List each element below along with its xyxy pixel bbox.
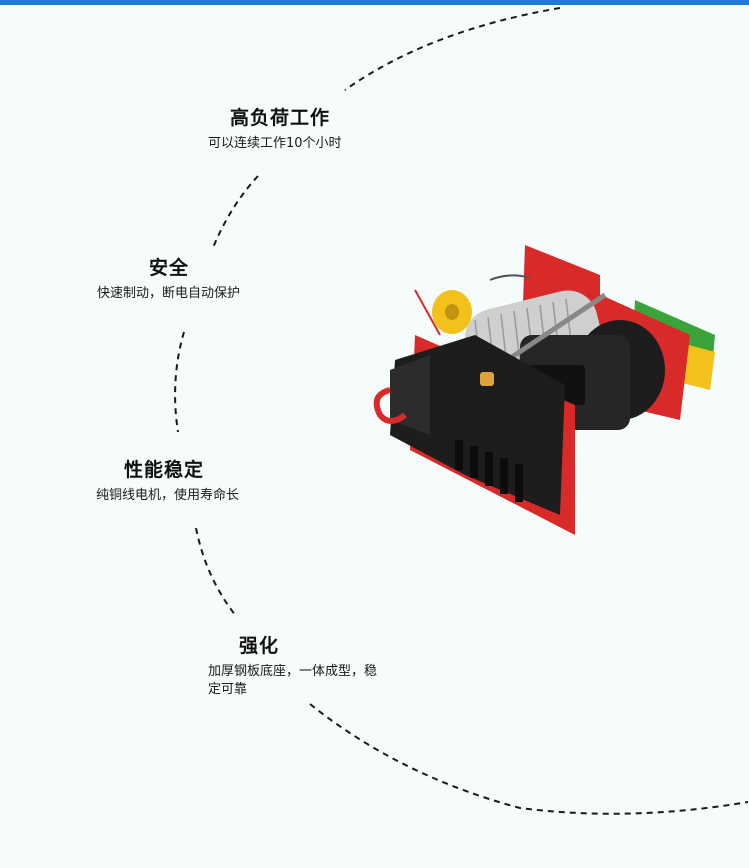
arc-segment-top [344,7,561,91]
brass-fitting [480,372,494,386]
feature-title: 安全 [149,257,190,279]
arc-segment-middle-lower [195,527,237,617]
feature-safety: 安全 快速制动，断电自动保护 [97,256,240,303]
top-accent-bar [0,0,749,5]
arc-segment-middle-upper [174,331,185,433]
feature-desc: 可以连续工作10个小时 [208,136,342,151]
feature-title: 强化 [239,635,280,657]
arc-segment-upper [211,175,259,251]
feature-stable-performance: 性能稳定 纯铜线电机，使用寿命长 [96,458,239,505]
feature-title: 性能稳定 [124,459,205,481]
arc-segment-bottom [309,703,749,815]
electric-hoist-icon [373,245,715,535]
cooling-fins [455,440,523,502]
feature-high-load: 高负荷工作 可以连续工作10个小时 [208,106,342,153]
feature-desc: 快速制动，断电自动保护 [97,286,241,301]
feature-desc: 加厚钢板底座，一体成型，稳定可靠 [208,664,378,697]
feature-reinforced: 强化 加厚钢板底座，一体成型，稳定可靠 [208,634,388,699]
feature-desc: 纯铜线电机，使用寿命长 [96,488,240,503]
feature-title: 高负荷工作 [230,107,331,129]
hook [373,387,407,424]
